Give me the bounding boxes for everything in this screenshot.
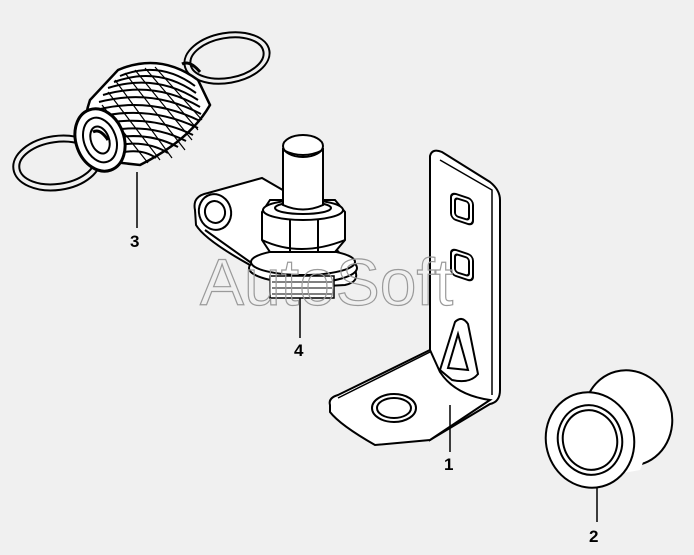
- callout-3: 3: [130, 232, 139, 251]
- spring-end-coil: [73, 107, 127, 173]
- spring-top-loop-inner: [189, 36, 265, 80]
- spring-top-loop: [183, 31, 271, 85]
- watermark-text: AutoSoft: [200, 245, 453, 319]
- callout-1: 1: [444, 455, 453, 474]
- callout-2: 2: [589, 527, 598, 546]
- pin-clamp-icon: [193, 134, 358, 299]
- callout-4: 4: [294, 341, 304, 360]
- spring-icon: [12, 31, 271, 192]
- bushing-icon: [544, 369, 674, 489]
- pin-shaft: [282, 148, 324, 211]
- pin-head: [282, 134, 324, 158]
